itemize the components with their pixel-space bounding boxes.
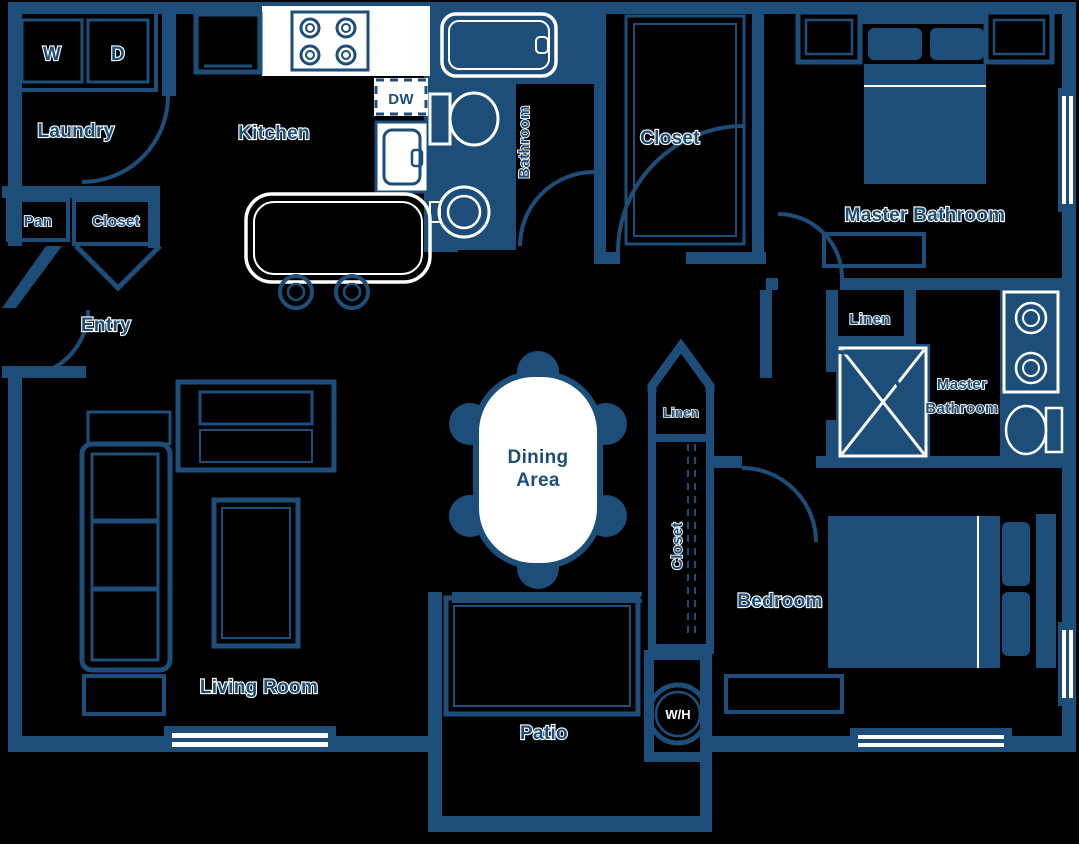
master-bedroom-window-icon [795, 9, 1055, 65]
living-room-label: Living Room [200, 677, 318, 698]
dryer-box [86, 18, 150, 84]
closet-door-arc [616, 124, 745, 253]
bedroom-door-arc [741, 466, 818, 543]
master-bedroom-side-window-icon [1058, 88, 1076, 212]
closet-bifold-door-icon [74, 244, 162, 292]
entry-door-arc [21, 309, 90, 378]
pantry-box [6, 198, 70, 242]
bedroom-bottom-window-icon [850, 728, 1012, 752]
linen-hall-label: Linen [849, 311, 891, 328]
double-vanity-icon [1002, 290, 1060, 394]
water-heater-icon [646, 682, 710, 746]
dining-set [449, 351, 627, 589]
bedroom-side-window-icon [1058, 622, 1076, 706]
kitchen-label: Kitchen [238, 123, 310, 144]
laundry-label: Laundry [37, 121, 114, 142]
dining-label-line2: Area [516, 470, 560, 491]
master-bath-label-line2: Bathroom [925, 400, 998, 417]
dresser-icon [822, 232, 926, 268]
walkin-closet-shelving [624, 14, 746, 246]
master-bedroom-room-label: Master Bathroom [845, 205, 1006, 226]
washer-dryer-unit [12, 10, 158, 92]
washer-box [20, 18, 84, 84]
dining-label-line1: Dining [508, 447, 569, 468]
dining-table-icon [473, 371, 603, 569]
bathroom-door-arc [518, 170, 595, 247]
entry-label: Entry [81, 315, 131, 336]
coffee-table-icon [211, 497, 301, 649]
patio-slab [443, 595, 641, 717]
dresser-icon [724, 674, 844, 714]
entry-closet-box [72, 198, 160, 246]
laundry-door-arc [81, 95, 170, 184]
toilet-icon [428, 91, 500, 147]
ottoman-icon [82, 674, 166, 716]
walkin-closet-label: Closet [640, 128, 700, 149]
master-toilet-icon [1004, 404, 1064, 456]
master-bathroom-door-arc [837, 350, 912, 425]
dishwasher-box [374, 78, 428, 116]
dishwasher-label: DW [388, 91, 414, 108]
shower-icon [838, 346, 928, 458]
living-room-window-icon [164, 726, 336, 752]
bathtub-icon [440, 12, 558, 78]
bed-icon [828, 514, 1056, 668]
master-bath-label-line1: Master [937, 376, 987, 393]
refrigerator-icon [193, 11, 263, 75]
pedestal-sink-icon [429, 185, 491, 239]
linen-center-label: Linen [663, 405, 699, 420]
hall-bathroom-floor [428, 6, 594, 250]
kitchen-island [244, 192, 432, 310]
bar-stool-icon [278, 274, 314, 310]
bedroom-closet-label: Closet [669, 522, 686, 570]
master-bed-icon [862, 6, 988, 184]
water-heater-label: W/H [665, 707, 690, 722]
tv-console-icon [175, 379, 337, 473]
dryer-label: D [111, 44, 125, 65]
bar-stool-icon [334, 274, 370, 310]
master-bedroom-door-arc [777, 212, 844, 279]
patio-label: Patio [520, 723, 568, 744]
bedroom-label: Bedroom [737, 591, 823, 612]
center-closet-walls [647, 338, 715, 654]
stove-icon [290, 10, 370, 72]
room-labels: Laundry W D Kitchen DW Pan Closet Entry … [23, 43, 1006, 745]
end-table-icon [86, 410, 172, 446]
hall-bathroom-label: Bathroom [516, 105, 533, 178]
kitchen-counter [262, 6, 430, 76]
sofa-icon [79, 441, 173, 673]
washer-label: W [43, 44, 61, 65]
kitchen-sink-icon [374, 120, 430, 194]
entry-closet-label: Closet [92, 213, 140, 230]
pantry-label: Pan [24, 213, 52, 230]
